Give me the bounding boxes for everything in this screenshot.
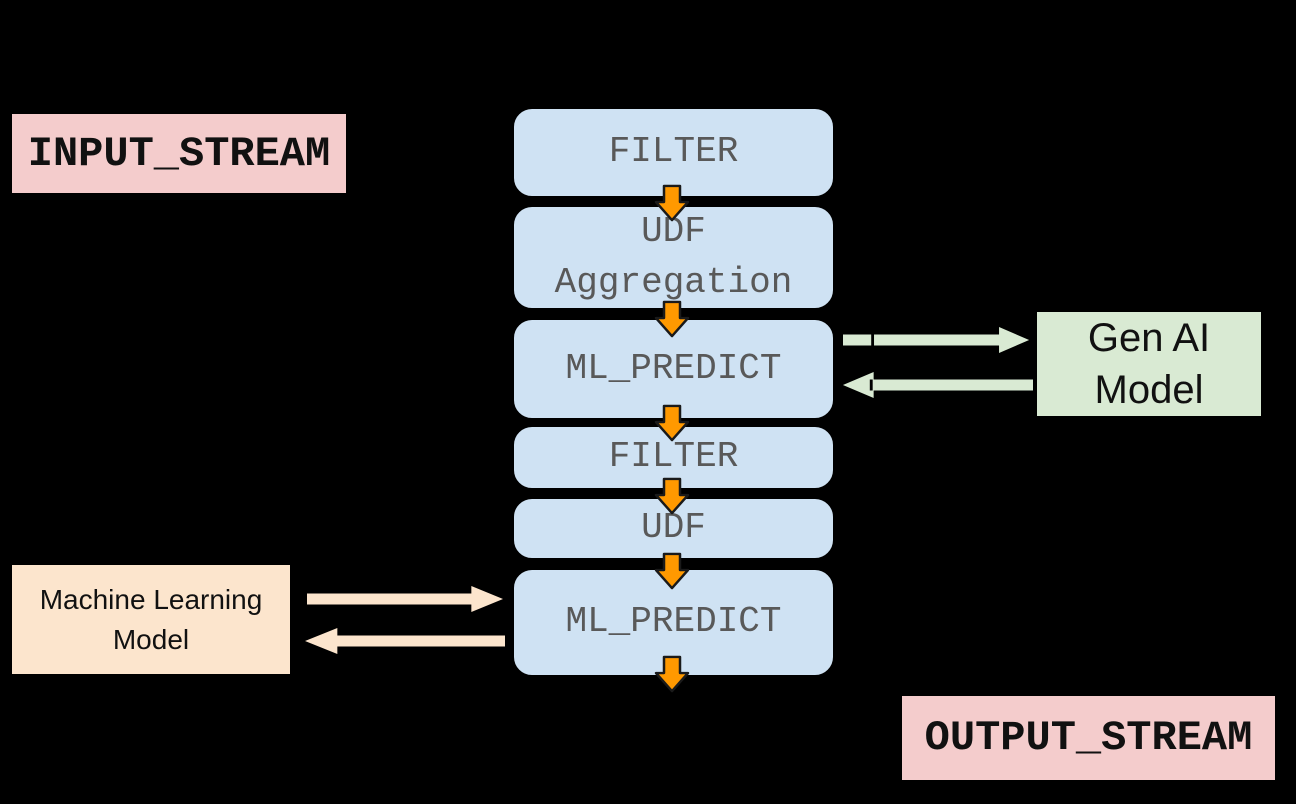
output-stream-label: OUTPUT_STREAM <box>924 714 1253 762</box>
pipeline-step-filter-1: FILTER <box>512 107 835 198</box>
flow-arrow-down-icon <box>650 477 694 515</box>
flow-arrow-down-icon <box>650 655 694 693</box>
gen-ai-model-label: Gen AI Model <box>1087 316 1211 412</box>
machine-learning-model-box: Machine Learning Model <box>10 563 292 676</box>
gen-ai-to-pipeline-arrow-icon <box>841 370 1033 400</box>
flow-arrow-down-icon <box>650 404 694 442</box>
flow-arrow-down-icon <box>650 552 694 590</box>
gen-ai-model-box: Gen AI Model <box>1035 310 1263 418</box>
pipeline-to-gen-ai-arrow-icon <box>843 325 1031 355</box>
input-stream-box: INPUT_STREAM <box>10 112 348 195</box>
pipeline-step-label: FILTER <box>608 436 739 478</box>
ml-model-to-pipeline-arrow-icon <box>307 584 505 614</box>
pipeline-to-ml-model-arrow-icon <box>303 626 505 656</box>
pipeline-step-label: UDF Aggregation <box>554 211 793 303</box>
pipeline-step-label: UDF <box>641 507 706 549</box>
flow-arrow-down-icon <box>650 184 694 222</box>
machine-learning-model-label: Machine Learning Model <box>39 584 263 655</box>
output-stream-box: OUTPUT_STREAM <box>900 694 1277 782</box>
flow-arrow-down-icon <box>650 300 694 338</box>
pipeline-step-label: ML_PREDICT <box>565 601 782 643</box>
pipeline-step-label: ML_PREDICT <box>565 347 782 389</box>
input-stream-label: INPUT_STREAM <box>27 129 331 178</box>
pipeline-step-label: FILTER <box>608 131 739 173</box>
